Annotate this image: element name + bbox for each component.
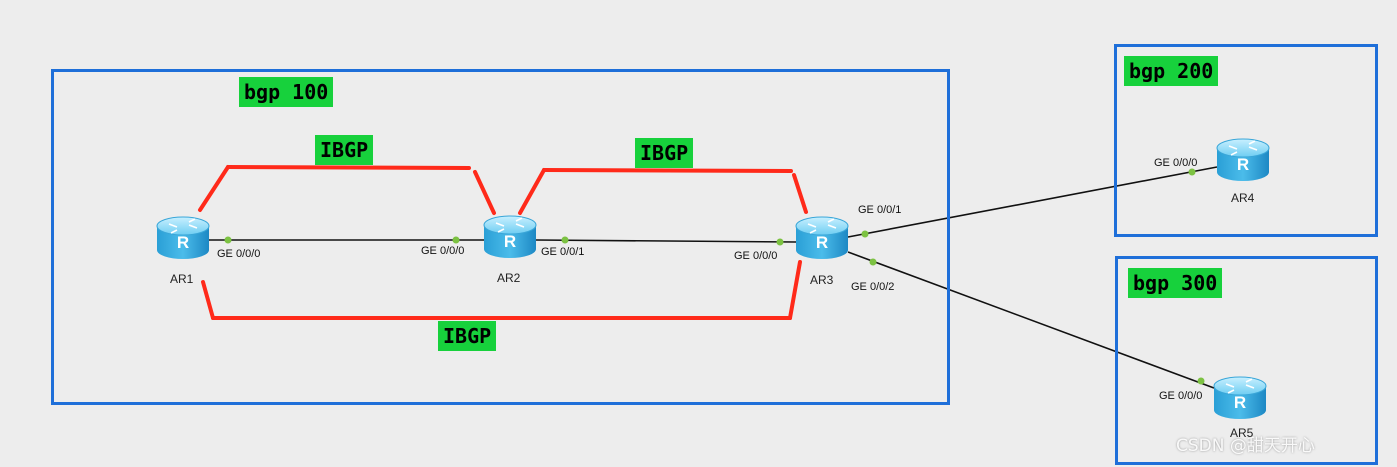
as300-box <box>1115 256 1378 465</box>
link-ar2-ar3[interactable] <box>535 239 797 243</box>
port-label-ar3-g002: GE 0/0/2 <box>851 281 895 293</box>
ibgp-session-ar2-ar3 <box>518 168 808 215</box>
port-dot-ar4-g000 <box>1188 168 1196 176</box>
as300-label: bgp 300 <box>1128 268 1223 298</box>
port-dot-ar3-g002 <box>869 258 877 266</box>
router-ar4-name: AR4 <box>1231 191 1255 205</box>
as200-label: bgp 200 <box>1124 56 1219 86</box>
port-dot-ar5-g000 <box>1197 377 1205 385</box>
port-label-ar3-g001: GE 0/0/1 <box>858 204 902 216</box>
port-label-ar3-g000: GE 0/0/0 <box>734 250 778 262</box>
port-dots <box>224 168 1205 385</box>
port-label-ar5-g000: GE 0/0/0 <box>1159 390 1203 402</box>
port-dot-ar1-g000 <box>224 236 232 244</box>
router-ar2-name: AR2 <box>497 271 521 285</box>
as100-label: bgp 100 <box>239 77 334 107</box>
port-label-ar4-g000: GE 0/0/0 <box>1154 157 1198 169</box>
ibgp-session-ar1-ar3 <box>201 260 802 320</box>
port-label-ar2-g000: GE 0/0/0 <box>421 245 465 257</box>
router-ar1-name: AR1 <box>170 272 194 286</box>
router-ar5-name: AR5 <box>1230 426 1254 440</box>
link-ar3-ar4[interactable] <box>847 166 1218 238</box>
port-label-ar2-g001: GE 0/0/1 <box>541 246 585 258</box>
as100-box <box>51 69 950 405</box>
router-ar3-name: AR3 <box>810 273 834 287</box>
port-dot-ar3-g001 <box>861 230 869 238</box>
port-dot-ar2-g001 <box>561 236 569 244</box>
ibgp-session-ar1-ar2 <box>198 165 496 215</box>
ibgp-label-ar2-ar3: IBGP <box>635 138 694 168</box>
port-label-ar1-g000: GE 0/0/0 <box>217 248 261 260</box>
as200-box <box>1114 44 1378 237</box>
port-dot-ar3-g000 <box>776 238 784 246</box>
port-dot-ar2-g000 <box>452 236 460 244</box>
ibgp-label-ar1-ar2: IBGP <box>315 135 374 165</box>
watermark: CSDN @甜天开心 <box>1176 436 1315 456</box>
ibgp-label-ar1-ar3: IBGP <box>438 321 497 351</box>
link-ar3-ar5[interactable] <box>847 251 1215 389</box>
